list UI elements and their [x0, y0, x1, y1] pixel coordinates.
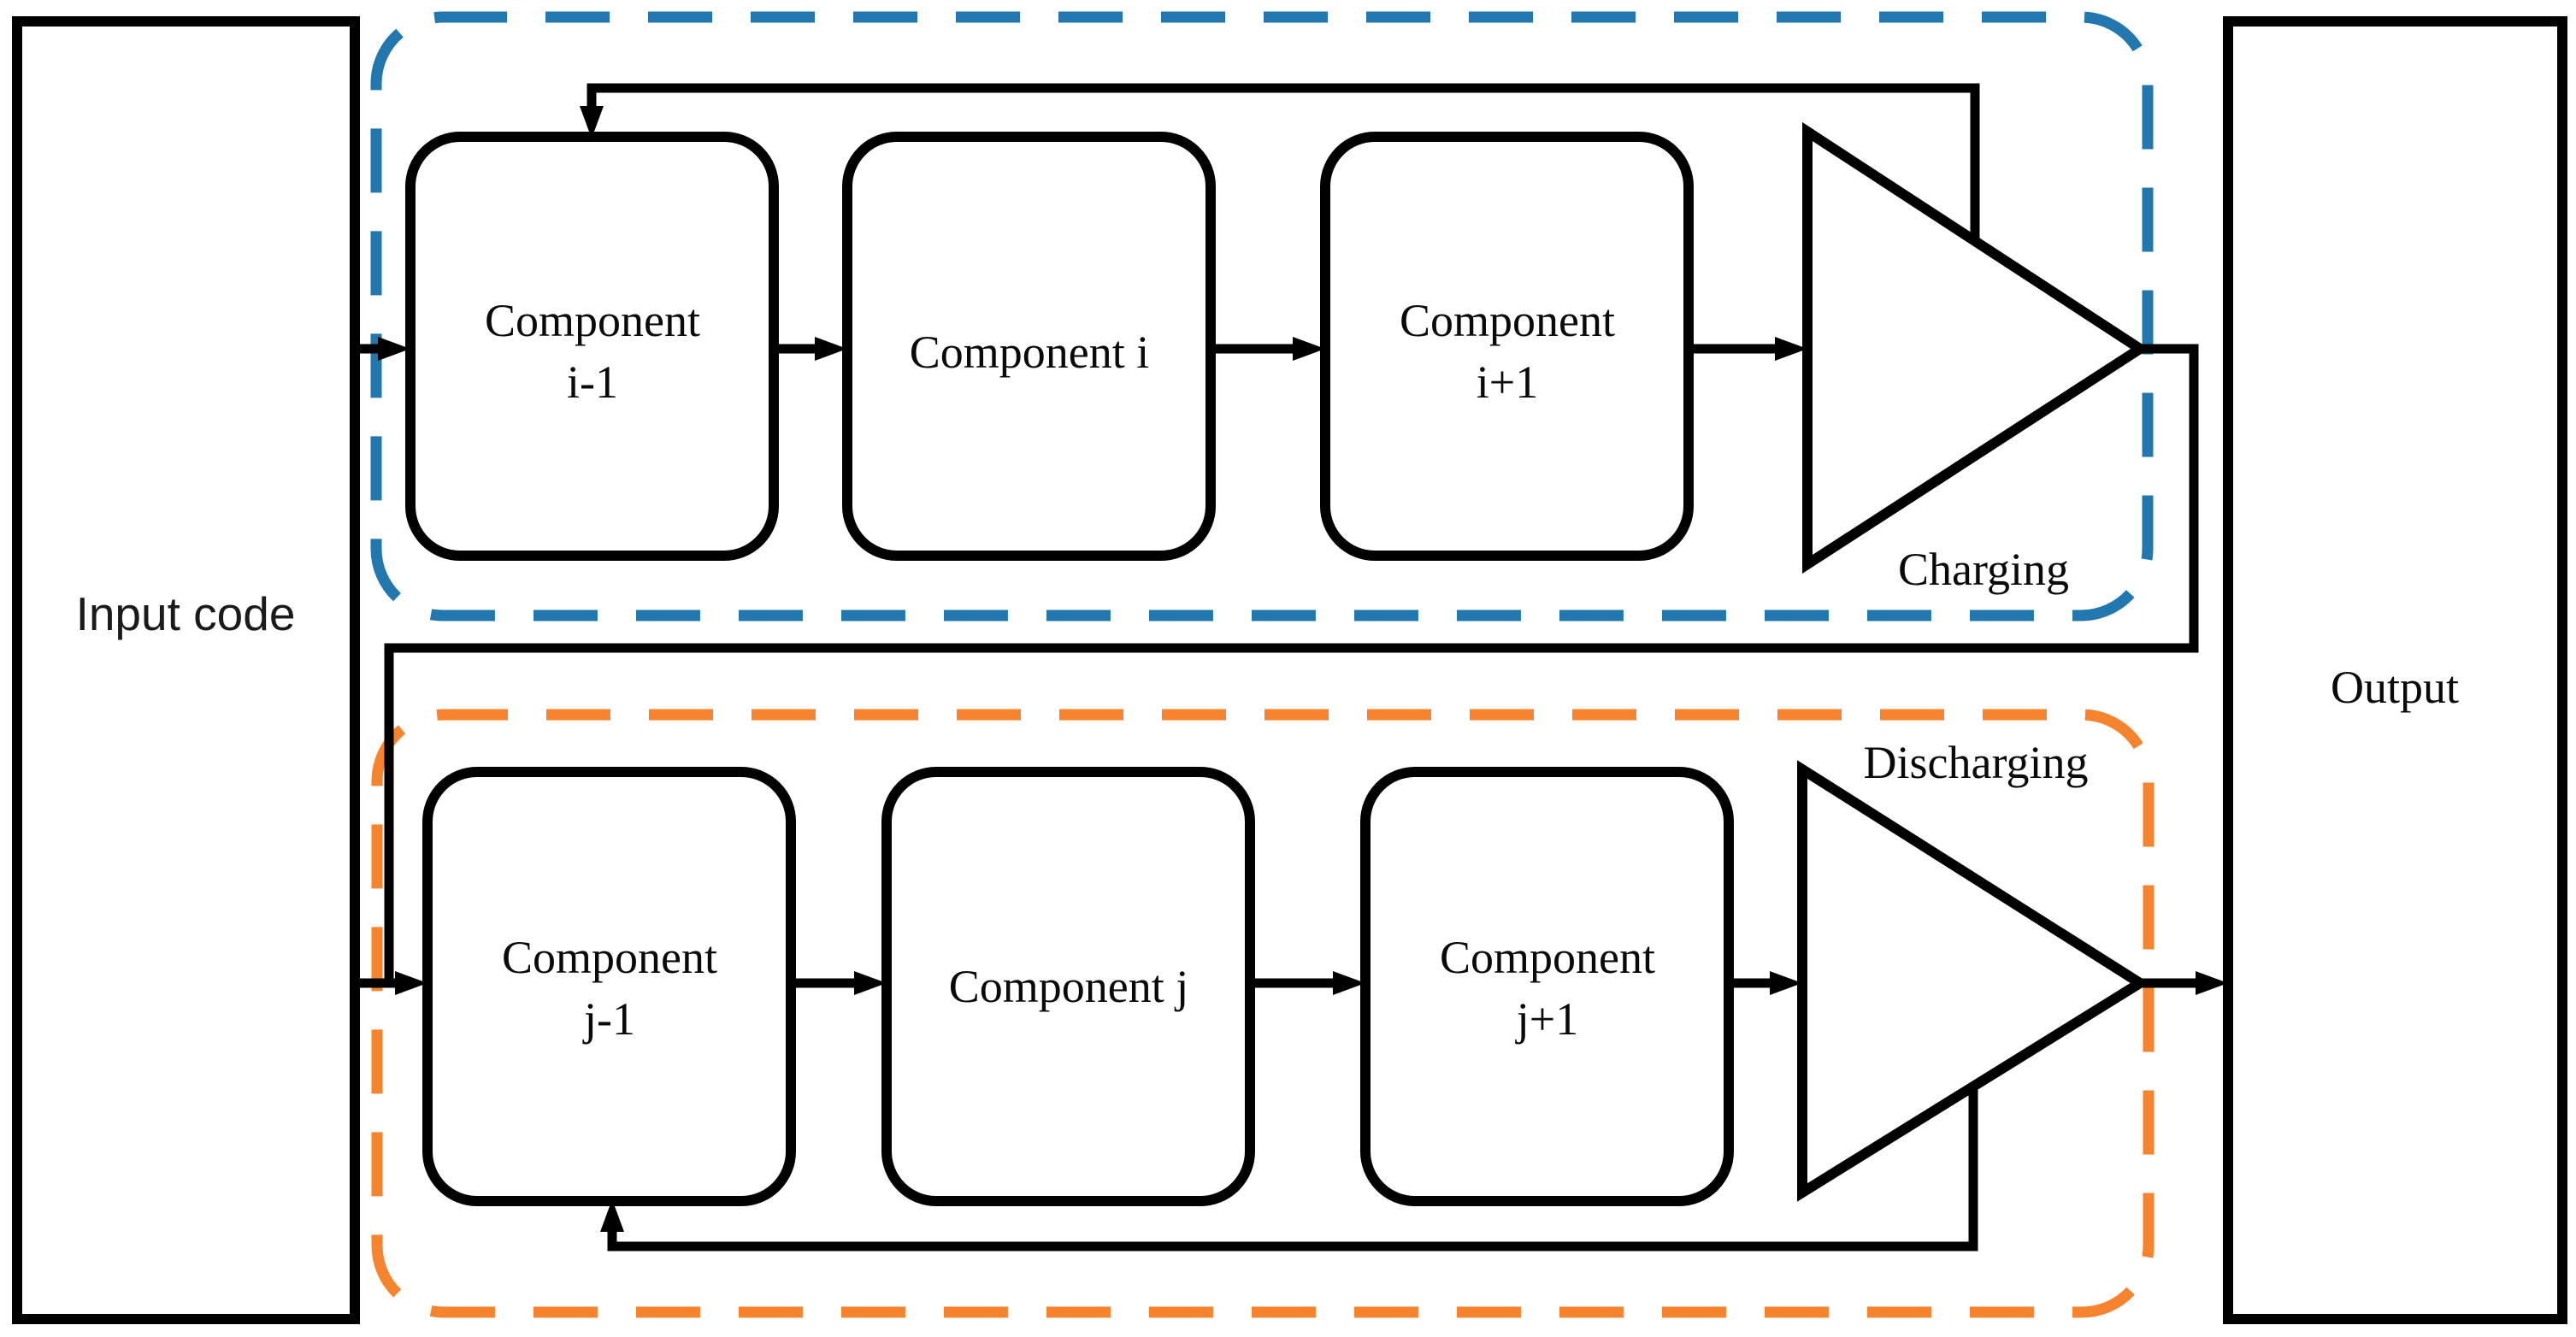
charging-feedback-line	[587, 83, 1980, 244]
component-i-label: Component i	[910, 327, 1150, 378]
discharging-label: Discharging	[1864, 737, 2089, 788]
arrowhead-feedback-into-comp-j-1	[600, 1199, 624, 1232]
component-box-i-minus-1	[405, 132, 779, 561]
arrowhead-into-discharging-buffer	[1770, 971, 1802, 995]
input-label: Input code	[76, 587, 296, 640]
arrowhead-feedback-into-comp-i-1	[580, 106, 604, 138]
component-j-minus-1-label-line2: j-1	[582, 993, 635, 1045]
input-box	[12, 16, 360, 1324]
arrowhead-into-comp-i-1	[378, 337, 410, 361]
component-i-minus-1-label-line1: Component	[485, 295, 700, 346]
component-box-j	[881, 767, 1255, 1206]
arrowhead-into-comp-j	[854, 971, 887, 995]
output-box	[2223, 16, 2567, 1324]
arrowhead-into-comp-j-plus-1	[1333, 971, 1365, 995]
arrowhead-into-charging-buffer	[1775, 337, 1807, 361]
arrowhead-into-output	[2196, 971, 2228, 995]
charging-to-discharging-connector	[384, 344, 2199, 983]
arrowhead-into-comp-i-plus-1	[1293, 337, 1325, 361]
output-label: Output	[2331, 662, 2459, 713]
discharging-buffer-triangle	[1797, 760, 2150, 1202]
arrowhead-into-comp-i	[815, 337, 847, 361]
component-i-plus-1-label-line1: Component	[1400, 295, 1615, 346]
charging-label: Charging	[1898, 544, 2069, 595]
component-box-j-plus-1	[1360, 767, 1734, 1206]
component-j-plus-1-label-line1: Component	[1440, 932, 1655, 983]
discharging-group-outline	[371, 709, 2155, 1318]
discharging-feedback-line	[607, 1084, 1978, 1252]
component-j-plus-1-label-line2: j+1	[1515, 993, 1578, 1045]
component-i-minus-1-label-line2: i-1	[567, 356, 618, 408]
component-i-plus-1-label-line2: i+1	[1477, 356, 1538, 408]
component-j-minus-1-label-line1: Component	[502, 932, 717, 983]
arrowhead-into-comp-j-1	[395, 971, 427, 995]
component-j-label: Component j	[949, 961, 1189, 1012]
component-box-j-minus-1	[422, 767, 796, 1206]
charging-group-outline	[370, 11, 2154, 621]
charging-buffer-triangle	[1802, 121, 2150, 574]
component-box-i-plus-1	[1320, 132, 1694, 561]
component-box-i	[842, 132, 1216, 561]
